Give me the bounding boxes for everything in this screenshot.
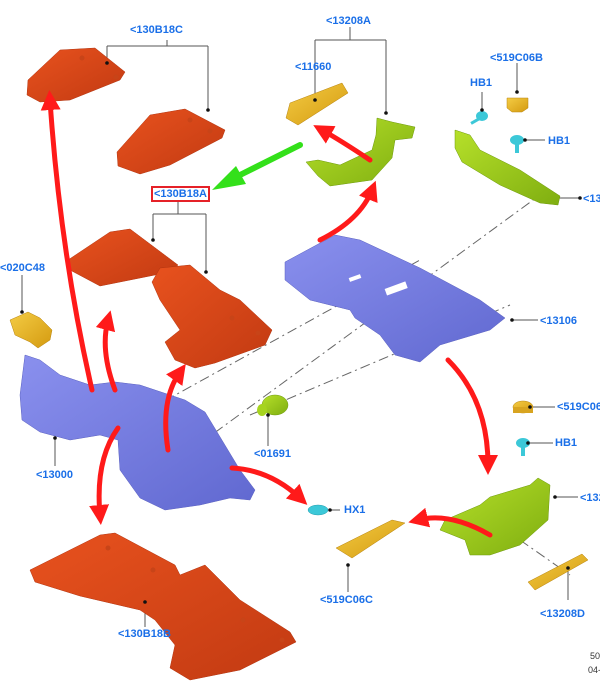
leader-lines	[21, 27, 580, 627]
label-HB1-lower-right[interactable]: HB1	[555, 437, 578, 449]
reference-code-line1: 50	[590, 651, 600, 661]
floor-mat-130B18A-right	[151, 264, 273, 369]
label-11660[interactable]: <11660	[295, 61, 332, 73]
cap-519C06B	[506, 97, 529, 113]
label-519C06-right[interactable]: <519C06	[557, 401, 600, 413]
label-519C06C[interactable]: <519C06C	[320, 594, 373, 606]
label-13-right-top[interactable]: <13	[583, 193, 600, 205]
label-020C48[interactable]: <020C48	[0, 262, 45, 274]
pad-11660	[285, 82, 349, 126]
cap-519C06-right	[512, 400, 534, 414]
reference-code-line2: 04-	[588, 665, 600, 675]
label-HX1[interactable]: HX1	[344, 504, 366, 516]
green-arrow	[212, 142, 303, 190]
bracket-020C48	[9, 311, 53, 349]
label-519C06B[interactable]: <519C06B	[490, 52, 543, 64]
label-01691[interactable]: <01691	[254, 448, 292, 460]
floor-mat-130B18C-left	[26, 47, 126, 103]
push-pin-HB1-top-left	[470, 111, 488, 125]
label-130B18C[interactable]: <130B18C	[130, 24, 183, 36]
label-130B18B[interactable]: <130B18B	[118, 628, 171, 640]
label-13208D[interactable]: <13208D	[540, 608, 585, 620]
scuff-strip-13208D	[527, 553, 589, 591]
label-13000[interactable]: <13000	[36, 469, 74, 481]
rear-floor-insulator-13106	[284, 234, 506, 363]
step-bracket-green-lower	[439, 477, 551, 556]
label-130B18A-highlighted[interactable]: <130B18A	[151, 186, 210, 202]
floor-mat-130B18B	[29, 532, 297, 681]
floor-mat-130B18C-right	[116, 108, 226, 175]
trim-insert-519C06C	[335, 519, 406, 559]
push-pin-HB1-lower-right	[516, 438, 530, 456]
leader-dots	[20, 61, 582, 604]
label-132-right[interactable]: <132	[580, 492, 600, 504]
label-13208A[interactable]: <13208A	[326, 15, 371, 27]
scuff-plate-green-top	[454, 129, 561, 206]
red-arrows	[40, 90, 498, 538]
front-floor-insulator-13000	[19, 354, 256, 511]
push-pin-HB1-top-right	[510, 135, 524, 153]
grommet-01691	[257, 394, 289, 416]
label-HB1-top-left[interactable]: HB1	[470, 77, 493, 89]
retainer-HX1	[307, 504, 329, 516]
label-HB1-top-right[interactable]: HB1	[548, 135, 571, 147]
label-13106[interactable]: <13106	[540, 315, 578, 327]
